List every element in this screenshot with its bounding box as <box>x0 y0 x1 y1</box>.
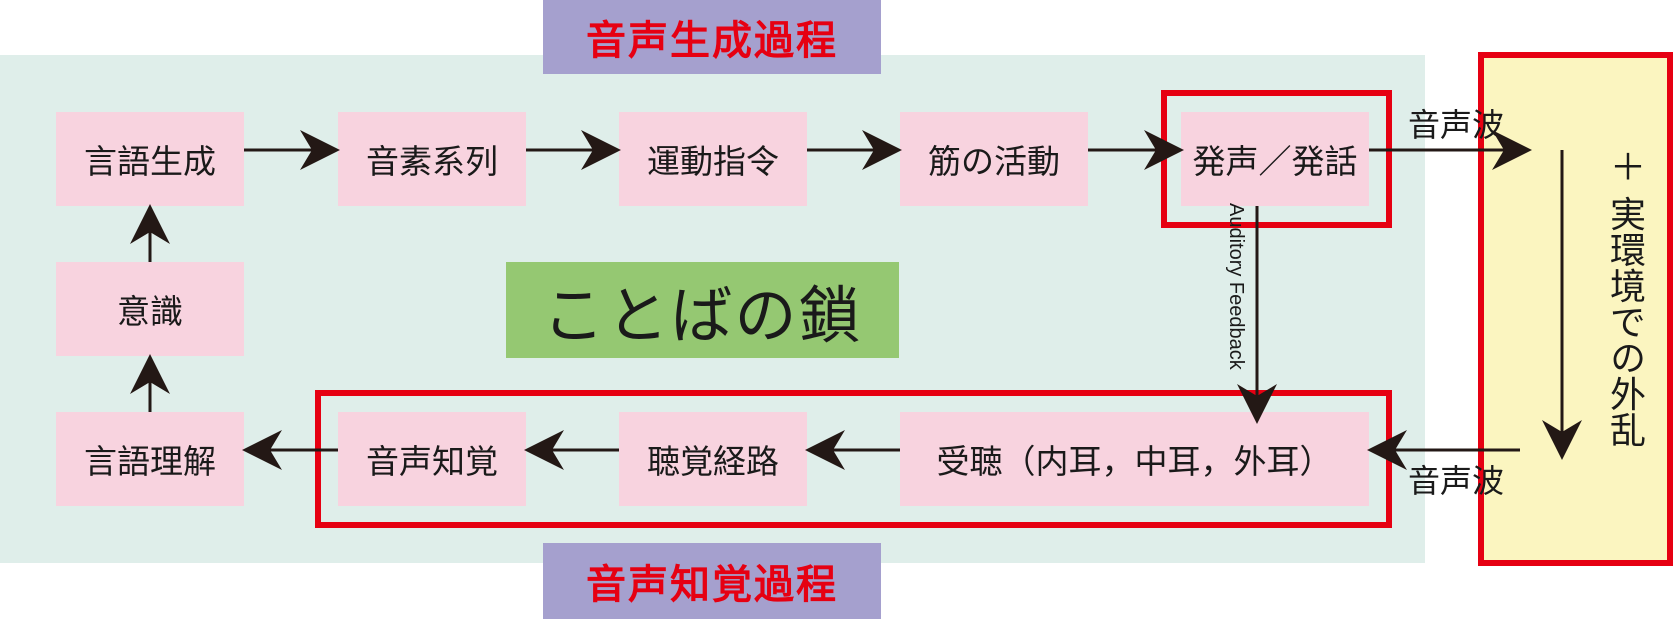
node-auditory-pathway: 聴覚経路 <box>619 412 807 506</box>
sound-wave-out-label: 音声波 <box>1408 106 1505 144</box>
node-speech-perception: 音声知覚 <box>338 412 526 506</box>
sound-wave-in-label: 音声波 <box>1408 462 1505 500</box>
node-muscle-activity: 筋の活動 <box>900 112 1088 206</box>
production-process-label: 音声生成過程 <box>543 0 881 74</box>
node-motor-command: 運動指令 <box>619 112 807 206</box>
node-consciousness: 意識 <box>56 262 244 356</box>
node-phoneme-sequence: 音素系列 <box>338 112 526 206</box>
environment-disturbance-label: ＋ 実環境での外乱 <box>1604 148 1645 448</box>
node-vocalization: 発声／発話 <box>1181 112 1369 206</box>
node-language-generation: 言語生成 <box>56 112 244 206</box>
chain-title: ことばの鎖 <box>506 262 899 358</box>
node-language-understanding: 言語理解 <box>56 412 244 506</box>
node-hearing: 受聴（内耳，中耳，外耳） <box>900 412 1369 506</box>
perception-process-label: 音声知覚過程 <box>543 543 881 619</box>
